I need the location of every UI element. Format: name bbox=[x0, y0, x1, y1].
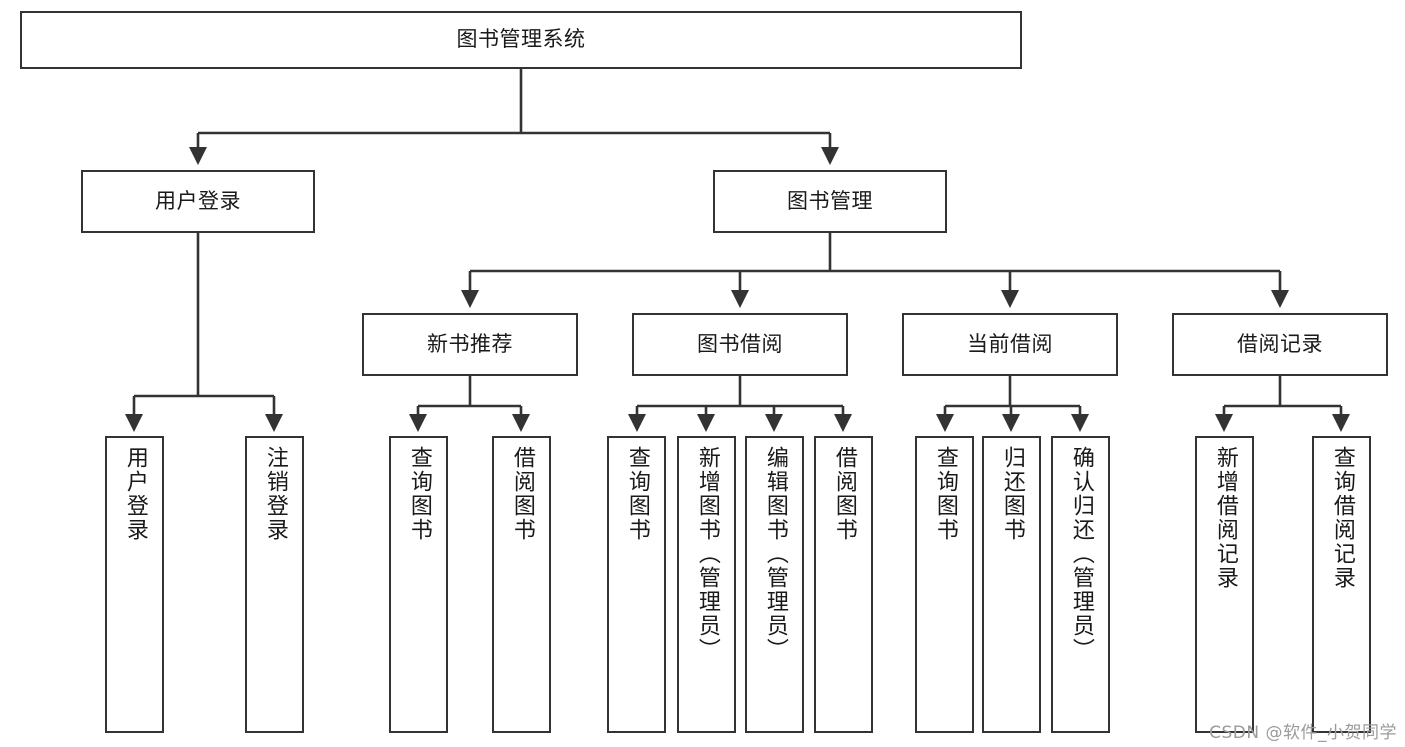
node-current-borrow[interactable]: 当前借阅 bbox=[902, 313, 1118, 376]
node-book-management[interactable]: 图书管理 bbox=[713, 170, 947, 233]
node-label: 新增借阅记录 bbox=[1212, 446, 1238, 590]
node-label: 新增图书（管理员） bbox=[694, 446, 720, 662]
node-book-borrow[interactable]: 图书借阅 bbox=[632, 313, 848, 376]
node-label: 查询借阅记录 bbox=[1329, 446, 1355, 590]
connectors-currentborrow-to-leaves bbox=[935, 376, 1090, 433]
connectors-newbook-to-leaves bbox=[408, 376, 531, 433]
connectors-root-to-level2 bbox=[188, 69, 840, 166]
node-label: 图书管理系统 bbox=[456, 27, 586, 52]
node-label: 编辑图书（管理员） bbox=[762, 446, 788, 662]
leaf-borrow-record-add[interactable]: 新增借阅记录 bbox=[1195, 436, 1254, 733]
node-user-login[interactable]: 用户登录 bbox=[81, 170, 315, 233]
leaf-current-borrow-return[interactable]: 归还图书 bbox=[982, 436, 1041, 733]
connectors-userlogin-to-leaves bbox=[124, 233, 284, 433]
node-label: 图书管理 bbox=[787, 188, 873, 213]
node-root-library-system[interactable]: 图书管理系统 bbox=[20, 11, 1022, 69]
node-new-book-recommend[interactable]: 新书推荐 bbox=[362, 313, 578, 376]
node-label: 用户登录 bbox=[122, 446, 148, 542]
node-label: 借阅图书 bbox=[509, 446, 535, 542]
leaf-current-borrow-confirm-return[interactable]: 确认归还（管理员） bbox=[1051, 436, 1110, 733]
node-label: 图书借阅 bbox=[697, 331, 783, 356]
node-label: 注销登录 bbox=[262, 446, 288, 542]
leaf-book-borrow-add[interactable]: 新增图书（管理员） bbox=[677, 436, 736, 733]
leaf-new-book-borrow[interactable]: 借阅图书 bbox=[492, 436, 551, 733]
leaf-user-login-login[interactable]: 用户登录 bbox=[105, 436, 164, 733]
connectors-booking-to-level3 bbox=[460, 233, 1290, 309]
leaf-book-borrow-borrow[interactable]: 借阅图书 bbox=[814, 436, 873, 733]
leaf-user-login-logout[interactable]: 注销登录 bbox=[245, 436, 304, 733]
node-label: 借阅图书 bbox=[831, 446, 857, 542]
connectors-borrowrecord-to-leaves bbox=[1214, 376, 1351, 433]
node-label: 当前借阅 bbox=[967, 331, 1053, 356]
connectors-bookborrow-to-leaves bbox=[627, 376, 853, 433]
leaf-book-borrow-query[interactable]: 查询图书 bbox=[607, 436, 666, 733]
node-label: 查询图书 bbox=[406, 446, 432, 542]
leaf-borrow-record-query[interactable]: 查询借阅记录 bbox=[1312, 436, 1371, 733]
node-label: 确认归还（管理员） bbox=[1068, 446, 1094, 662]
node-label: 借阅记录 bbox=[1237, 331, 1323, 356]
node-label: 查询图书 bbox=[932, 446, 958, 542]
node-borrow-record[interactable]: 借阅记录 bbox=[1172, 313, 1388, 376]
node-label: 查询图书 bbox=[624, 446, 650, 542]
node-label: 归还图书 bbox=[999, 446, 1025, 542]
leaf-current-borrow-query[interactable]: 查询图书 bbox=[915, 436, 974, 733]
node-label: 新书推荐 bbox=[427, 331, 513, 356]
leaf-new-book-query[interactable]: 查询图书 bbox=[389, 436, 448, 733]
node-label: 用户登录 bbox=[155, 188, 241, 213]
leaf-book-borrow-edit[interactable]: 编辑图书（管理员） bbox=[745, 436, 804, 733]
